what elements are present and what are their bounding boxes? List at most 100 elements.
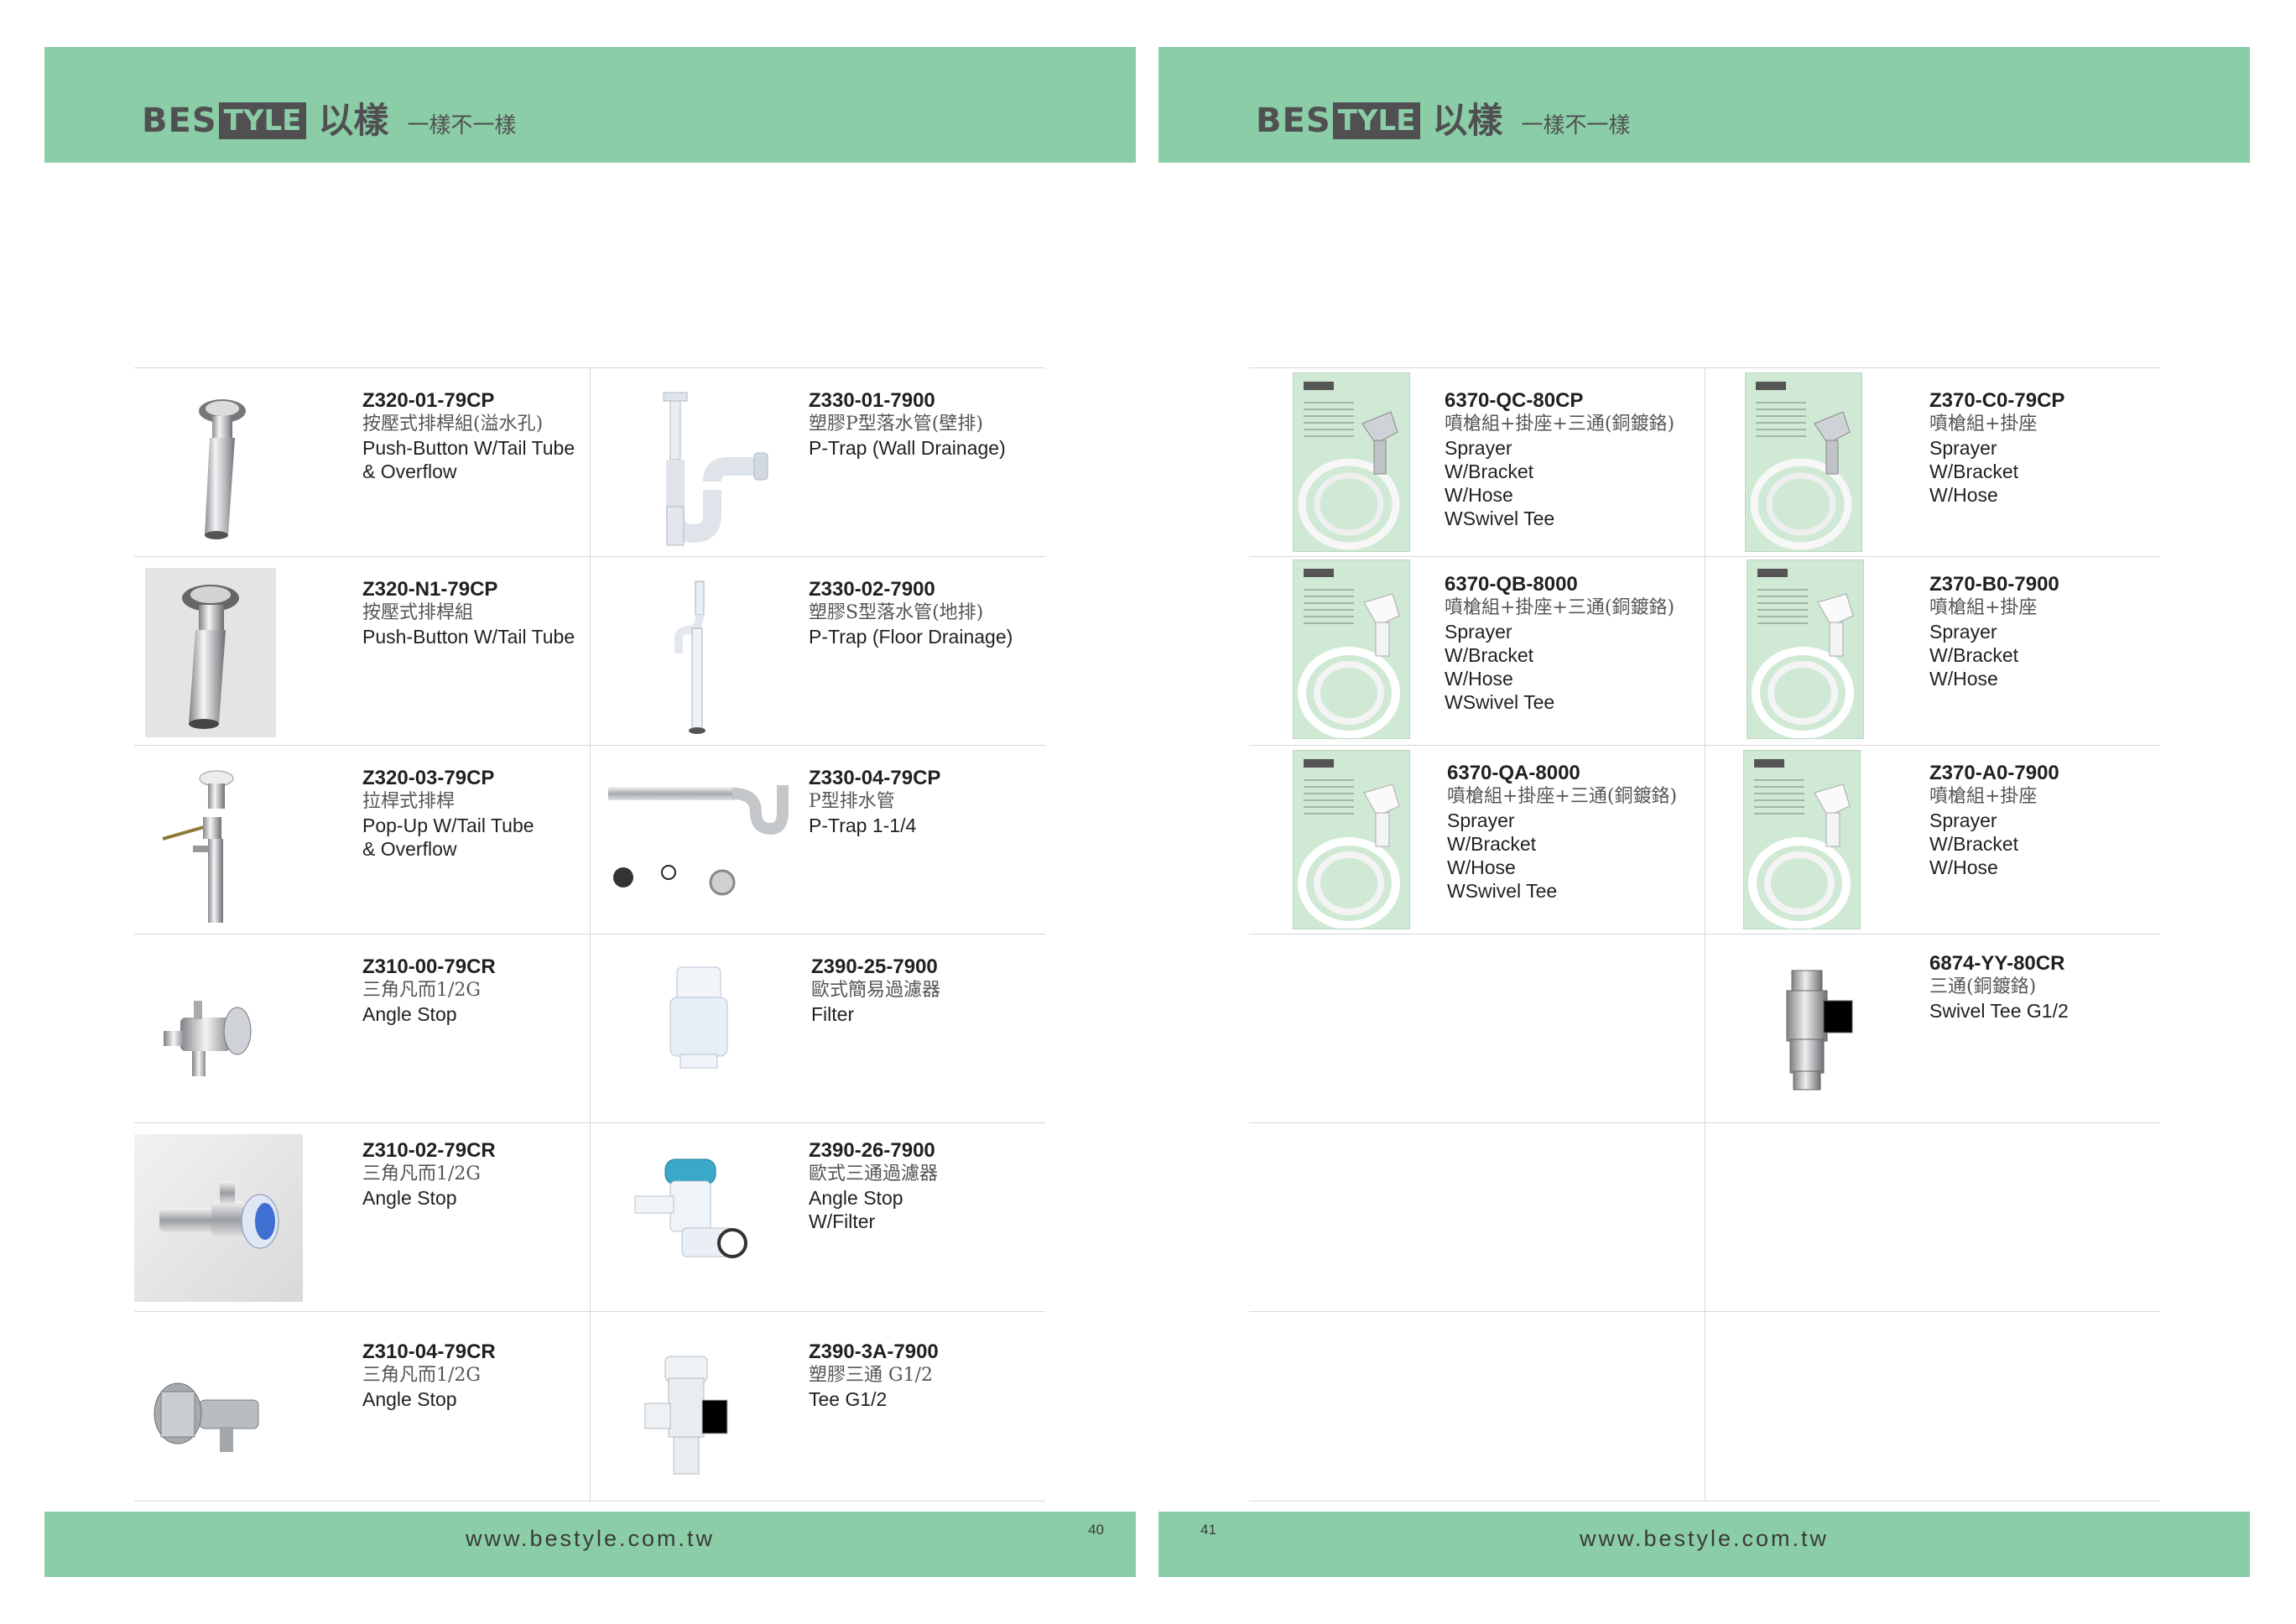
product-name-cn: 三角凡而1/2G [362, 1365, 481, 1386]
product-code: Z320-N1-79CP [362, 578, 498, 601]
product-card[interactable]: Z390-3A-7900 塑膠三通 G1/2 Tee G1/2 [590, 1311, 1045, 1500]
product-name-en: Pop-Up W/Tail Tube [362, 815, 534, 836]
product-text: Z390-25-7900 歐式簡易過濾器 Filter [811, 955, 940, 1026]
product-name-en: W/Filter [809, 1210, 876, 1232]
product-name-en: Sprayer [1445, 437, 1512, 459]
logo-tyle: TYLE [1332, 102, 1421, 139]
product-name-cn: P型排水管 [809, 791, 895, 812]
product-name-en: Swivel Tee G1/2 [1929, 1000, 2069, 1022]
product-name-en: P-Trap 1-1/4 [809, 815, 917, 836]
logo-bes: BES [1256, 102, 1331, 140]
page-41: BES TYLE 以樣 一樣不一樣 6 [1148, 0, 2296, 1624]
product-name-cn: 塑膠P型落水管(壁排) [809, 414, 983, 435]
product-name-en: Sprayer [1929, 621, 1997, 643]
product-name-en: W/Bracket [1445, 461, 1534, 482]
header-bar: BES TYLE 以樣 一樣不一樣 [44, 47, 1136, 163]
product-name-en: Filter [811, 1003, 855, 1025]
angle-stop-photo-icon [134, 1134, 303, 1302]
product-name-cn: 噴槍組+掛座+三通(銅鍍鉻) [1447, 786, 1678, 807]
website-url[interactable]: www.bestyle.com.tw [1579, 1526, 1830, 1551]
logo-tyle: TYLE [218, 102, 307, 139]
sprayer-white-package-icon [1743, 750, 1861, 929]
footer-bar: www.bestyle.com.tw 40 [44, 1512, 1136, 1577]
product-name-en: P-Trap (Wall Drainage) [809, 437, 1006, 459]
product-text: Z370-C0-79CP 噴槍組+掛座 Sprayer W/Bracket W/… [1929, 389, 2064, 507]
product-name-en: W/Hose [1929, 856, 1998, 878]
product-name-cn: 噴槍組+掛座 [1929, 414, 2038, 435]
product-card[interactable]: Z330-01-7900 塑膠P型落水管(壁排) P-Trap (Wall Dr… [590, 367, 1045, 556]
product-grid-right: 6370-QC-80CP 噴槍組+掛座+三通(銅鍍鉻) Sprayer W/Br… [1249, 367, 2160, 1502]
product-name-en: Angle Stop [362, 1003, 457, 1025]
product-card[interactable]: Z310-02-79CR 三角凡而1/2G Angle Stop [134, 1122, 590, 1311]
product-name-en: Sprayer [1929, 437, 1997, 459]
product-text: Z330-01-7900 塑膠P型落水管(壁排) P-Trap (Wall Dr… [809, 389, 1006, 460]
product-name-cn: 按壓式排桿組 [362, 602, 474, 623]
product-card[interactable]: Z310-04-79CR 三角凡而1/2G Angle Stop [134, 1311, 590, 1500]
product-text: 6370-QA-8000 噴槍組+掛座+三通(銅鍍鉻) Sprayer W/Br… [1447, 762, 1677, 903]
swivel-tee-icon [1786, 970, 1853, 1090]
product-name-en: Push-Button W/Tail Tube [362, 626, 575, 648]
product-text: 6370-QB-8000 噴槍組+掛座+三通(銅鍍鉻) Sprayer W/Br… [1445, 573, 1674, 714]
product-code: Z330-01-7900 [809, 389, 935, 412]
product-name-en: Angle Stop [809, 1187, 903, 1209]
product-name-en: Tee G1/2 [809, 1388, 888, 1410]
product-name-en: Angle Stop [362, 1388, 457, 1410]
chrome-p-trap-icon [608, 785, 789, 896]
product-name-en: Angle Stop [362, 1187, 457, 1209]
product-text: 6370-QC-80CP 噴槍組+掛座+三通(銅鍍鉻) Sprayer W/Br… [1445, 389, 1674, 530]
product-card[interactable]: Z330-04-79CP P型排水管 P-Trap 1-1/4 [590, 745, 1045, 934]
angle-stop-grey-icon [154, 1382, 259, 1452]
product-card[interactable]: Z330-02-7900 塑膠S型落水管(地排) P-Trap (Floor D… [590, 556, 1045, 745]
product-name-en: WSwivel Tee [1447, 880, 1558, 902]
product-name-en: & Overflow [362, 838, 457, 860]
product-card[interactable]: Z320-03-79CP 拉桿式排桿 Pop-Up W/Tail Tube & … [134, 745, 590, 934]
product-card[interactable]: Z390-26-7900 歐式三通過濾器 Angle Stop W/Filter [590, 1122, 1045, 1311]
product-code: 6370-QC-80CP [1445, 389, 1584, 412]
product-name-cn: 拉桿式排桿 [362, 791, 456, 812]
product-name-en: Push-Button W/Tail Tube [362, 437, 575, 459]
product-text: Z320-03-79CP 拉桿式排桿 Pop-Up W/Tail Tube & … [362, 767, 534, 861]
product-card[interactable]: Z390-25-7900 歐式簡易過濾器 Filter [590, 934, 1045, 1122]
product-card[interactable]: 6370-QC-80CP 噴槍組+掛座+三通(銅鍍鉻) Sprayer W/Br… [1249, 367, 1705, 556]
product-code: Z390-25-7900 [811, 955, 938, 978]
product-name-en: & Overflow [362, 461, 457, 482]
product-card[interactable]: 6874-YY-80CR 三通(銅鍍鉻) Swivel Tee G1/2 [1705, 934, 2160, 1122]
product-card[interactable]: 6370-QA-8000 噴槍組+掛座+三通(銅鍍鉻) Sprayer W/Br… [1249, 745, 1705, 934]
product-card[interactable]: Z370-C0-79CP 噴槍組+掛座 Sprayer W/Bracket W/… [1705, 367, 2160, 556]
page-40: BES TYLE 以樣 一樣不一樣 Z320-01-79CP [44, 47, 1136, 1577]
product-name-cn: 噴槍組+掛座 [1929, 597, 2038, 618]
product-code: Z370-B0-7900 [1929, 573, 2059, 596]
product-name-en: W/Bracket [1445, 644, 1534, 666]
sprayer-chrome-package-icon [1745, 372, 1862, 552]
product-card[interactable]: Z310-00-79CR 三角凡而1/2G Angle Stop [134, 934, 590, 1122]
product-code: Z320-03-79CP [362, 767, 495, 789]
product-text: Z330-04-79CP P型排水管 P-Trap 1-1/4 [809, 767, 940, 837]
product-card[interactable]: Z370-B0-7900 噴槍組+掛座 Sprayer W/Bracket W/… [1705, 556, 2160, 745]
product-card[interactable]: 6370-QB-8000 噴槍組+掛座+三通(銅鍍鉻) Sprayer W/Br… [1249, 556, 1705, 745]
product-name-en: W/Hose [1929, 668, 1998, 690]
product-text: Z390-3A-7900 塑膠三通 G1/2 Tee G1/2 [809, 1340, 939, 1411]
product-name-en: W/Hose [1929, 484, 1998, 506]
sprayer-white-package-icon [1293, 750, 1410, 929]
product-code: Z310-02-79CR [362, 1139, 496, 1162]
product-name-cn: 三通(銅鍍鉻) [1929, 976, 2037, 997]
product-name-cn: 噴槍組+掛座+三通(銅鍍鉻) [1445, 414, 1675, 435]
product-code: Z390-3A-7900 [809, 1340, 939, 1363]
product-name-cn: 塑膠三通 G1/2 [809, 1365, 933, 1386]
product-name-en: P-Trap (Floor Drainage) [809, 626, 1013, 648]
product-code: Z330-04-79CP [809, 767, 941, 789]
page-number: 40 [1088, 1522, 1104, 1538]
product-name-cn: 歐式簡易過濾器 [811, 980, 941, 1001]
website-url[interactable]: www.bestyle.com.tw [465, 1526, 716, 1551]
product-card[interactable]: Z320-01-79CP 按壓式排桿組(溢水孔) Push-Button W/T… [134, 367, 590, 556]
angle-stop-icon [164, 1001, 252, 1076]
product-card[interactable]: Z320-N1-79CP 按壓式排桿組 Push-Button W/Tail T… [134, 556, 590, 745]
s-trap-icon [674, 580, 705, 734]
product-name-cn: 塑膠S型落水管(地排) [809, 602, 984, 623]
product-grid-left: Z320-01-79CP 按壓式排桿組(溢水孔) Push-Button W/T… [134, 367, 1045, 1502]
product-code: Z320-01-79CP [362, 389, 495, 412]
product-name-cn: 三角凡而1/2G [362, 980, 481, 1001]
product-name-en: W/Hose [1447, 856, 1516, 878]
product-card[interactable]: Z370-A0-7900 噴槍組+掛座 Sprayer W/Bracket W/… [1705, 745, 2160, 934]
product-name-cn: 噴槍組+掛座+三通(銅鍍鉻) [1445, 597, 1675, 618]
